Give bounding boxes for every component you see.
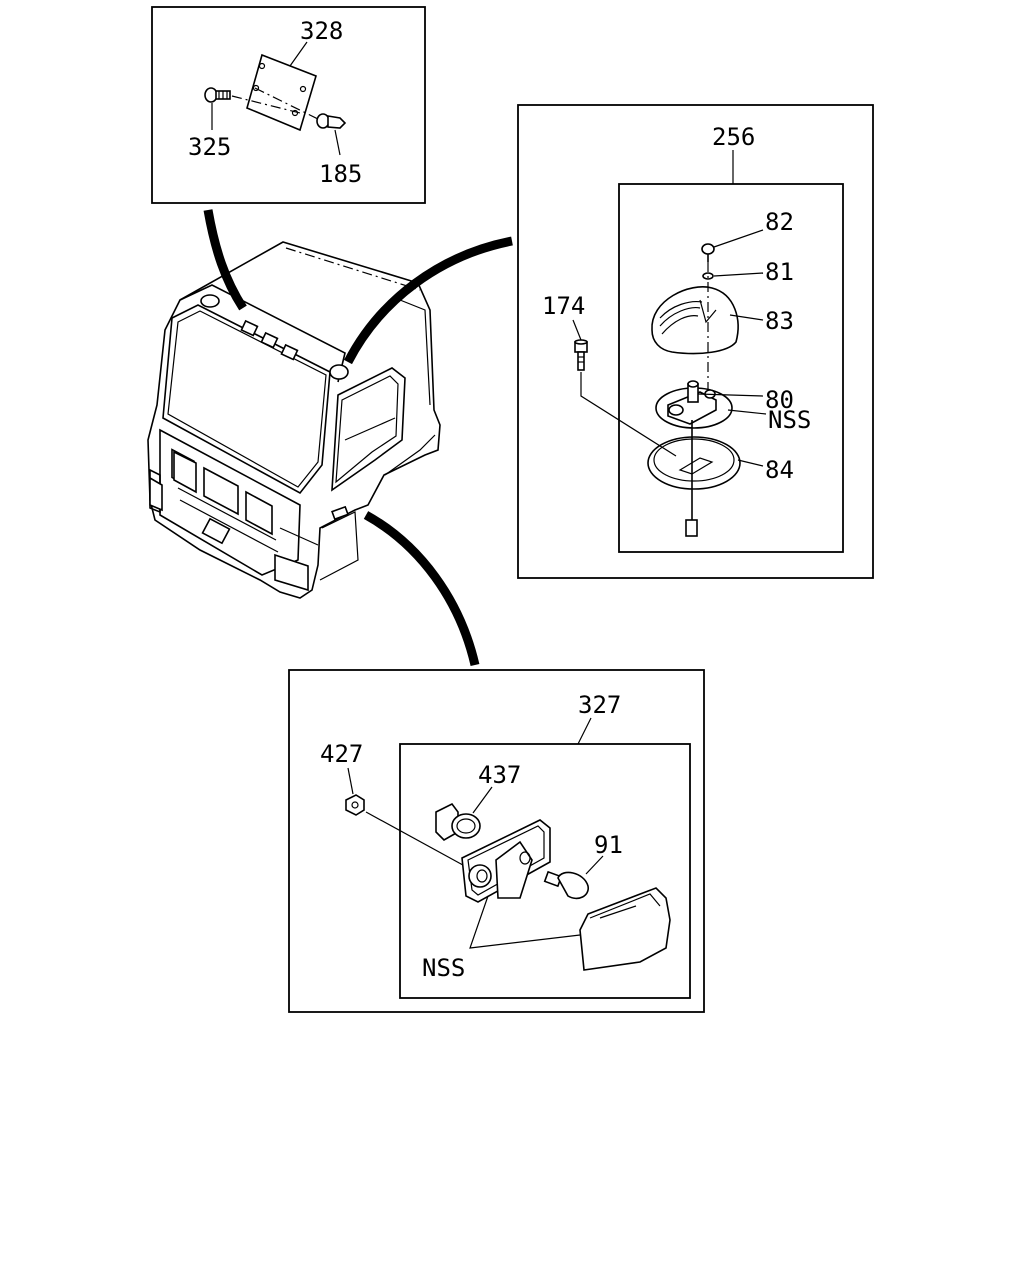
lamp-housing-shape — [461, 819, 551, 903]
clip-185-shape — [316, 113, 347, 129]
label-174: 174 — [542, 292, 585, 320]
bulb-91-shape — [543, 870, 589, 900]
label-nss-top: NSS — [768, 406, 811, 434]
front-emblem — [201, 517, 231, 545]
bolt-325-shape — [204, 87, 231, 103]
label-327: 327 — [578, 691, 621, 719]
label-328: 328 — [300, 17, 343, 45]
bracket-plate-shape — [246, 53, 317, 132]
connector-curve-top-left — [203, 209, 247, 311]
label-82: 82 — [765, 208, 794, 236]
detail-box-256-inner-frame — [618, 183, 844, 553]
label-427: 427 — [320, 740, 363, 768]
connector-curve-right — [344, 236, 513, 365]
side-marker-lamp — [331, 505, 349, 521]
detail-box-327: 327 427 437 9 — [288, 669, 705, 1013]
screw-82-shape — [701, 243, 715, 262]
base-84-shape — [647, 420, 741, 537]
detail-box-327-inner-frame — [399, 743, 691, 999]
headlamp-left — [149, 476, 163, 512]
lens-83-shape — [651, 286, 739, 355]
connector-curve-bottom — [363, 511, 480, 667]
detail-box-327-outer-frame — [288, 669, 705, 1013]
label-91: 91 — [594, 831, 623, 859]
windshield — [162, 304, 331, 495]
truck-cab — [147, 241, 441, 599]
label-83: 83 — [765, 307, 794, 335]
detail-box-328: 328 325 185 — [151, 6, 426, 204]
socket-437-shape — [435, 802, 481, 841]
detail-box-256: 256 82 81 83 — [517, 104, 874, 579]
bulb-holder-80-shape — [655, 380, 733, 429]
screw-174-shape — [574, 339, 588, 371]
label-256: 256 — [712, 123, 755, 151]
label-325: 325 — [188, 133, 231, 161]
cab-door — [331, 367, 406, 492]
label-nss-bottom: NSS — [422, 954, 465, 982]
label-84: 84 — [765, 456, 794, 484]
label-80: 80 — [765, 386, 794, 414]
label-437: 437 — [478, 761, 521, 789]
roof-marker-lamp-left — [200, 294, 220, 308]
roof-marker-lamp-right — [329, 364, 349, 380]
lamp-lens-shape — [579, 887, 671, 971]
detail-box-256-outer-frame — [517, 104, 874, 579]
label-81: 81 — [765, 258, 794, 286]
nut-427-shape — [345, 794, 365, 816]
headlamp-right — [274, 553, 309, 592]
detail-box-328-frame — [151, 6, 426, 204]
label-185: 185 — [319, 160, 362, 188]
